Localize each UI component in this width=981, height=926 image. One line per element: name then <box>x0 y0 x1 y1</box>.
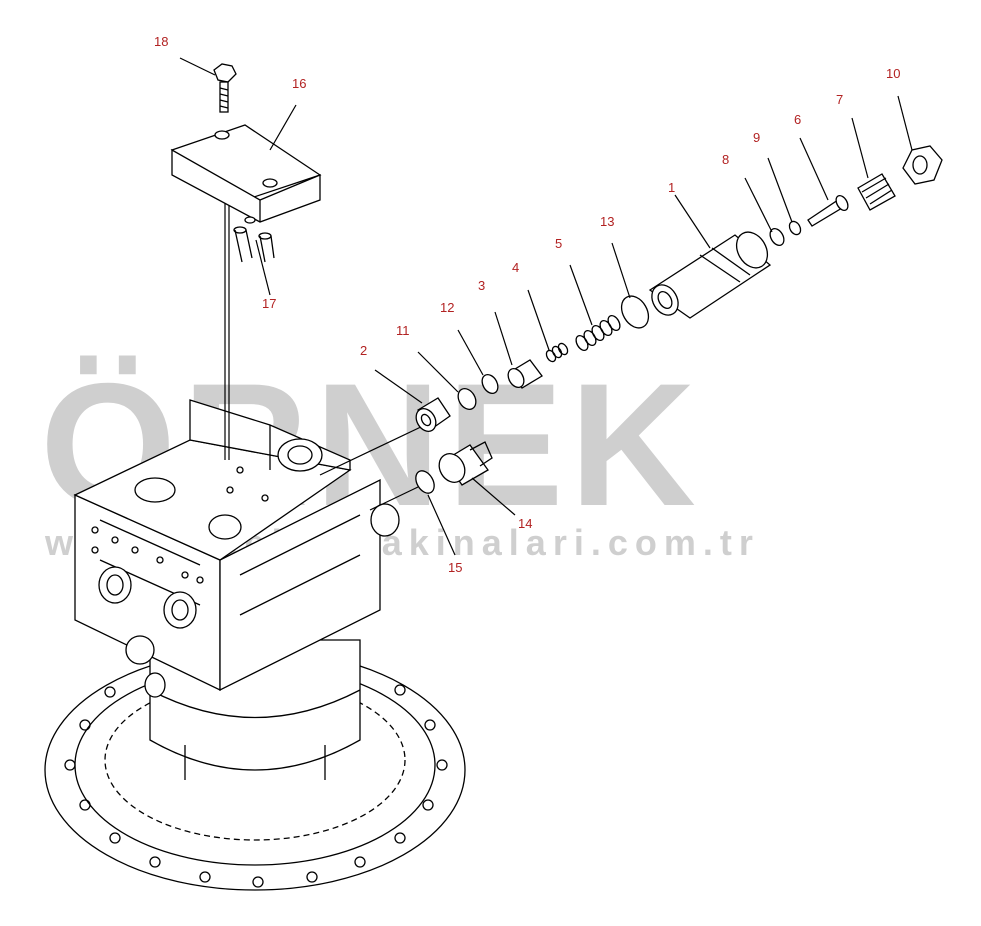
part-12-backup-ring <box>481 374 499 394</box>
part-10-nut <box>902 145 943 185</box>
part-18-bolt <box>213 63 237 113</box>
part-2-plug <box>415 397 451 432</box>
callout-7: 7 <box>836 92 843 107</box>
assembly-axis-lines <box>224 200 426 511</box>
part-7-sleeve <box>857 173 896 211</box>
callout-18: 18 <box>154 34 168 49</box>
swing-motor-housing <box>44 399 466 891</box>
part-11-o-ring <box>457 388 477 410</box>
callout-10: 10 <box>886 66 900 81</box>
callout-5: 5 <box>555 236 562 251</box>
callout-11: 11 <box>396 323 410 338</box>
callout-13: 13 <box>600 214 614 229</box>
callout-3: 3 <box>478 278 485 293</box>
callout-9: 9 <box>753 130 760 145</box>
part-16-plate <box>170 124 322 223</box>
callout-16: 16 <box>292 76 306 91</box>
port-circle <box>277 438 323 472</box>
part-6-adjust-screw <box>807 194 849 227</box>
part-14-plug <box>438 441 493 486</box>
callout-6: 6 <box>794 112 801 127</box>
callout-8: 8 <box>722 152 729 167</box>
ring-gear-bolt-holes <box>64 684 448 888</box>
callout-4: 4 <box>512 260 519 275</box>
leader-lines <box>179 57 913 556</box>
part-17-pins <box>233 216 275 263</box>
callout-15: 15 <box>448 560 462 575</box>
callout-1: 1 <box>668 180 675 195</box>
part-8-o-ring <box>769 227 785 247</box>
body-holes <box>91 466 269 584</box>
part-9-backup-ring <box>788 220 802 236</box>
callout-17: 17 <box>262 296 276 311</box>
part-13-o-ring <box>620 295 650 329</box>
callout-labels: 1 2 3 4 5 6 7 8 9 10 11 12 13 14 15 16 1… <box>154 34 900 575</box>
callout-14: 14 <box>518 516 532 531</box>
callout-12: 12 <box>440 300 454 315</box>
part-1-valve-cartridge <box>648 231 772 319</box>
part-15-o-ring <box>415 470 435 494</box>
callout-2: 2 <box>360 343 367 358</box>
part-4-small-spring <box>545 342 569 363</box>
part-3-piston <box>507 359 543 389</box>
part-5-spring <box>575 314 621 352</box>
